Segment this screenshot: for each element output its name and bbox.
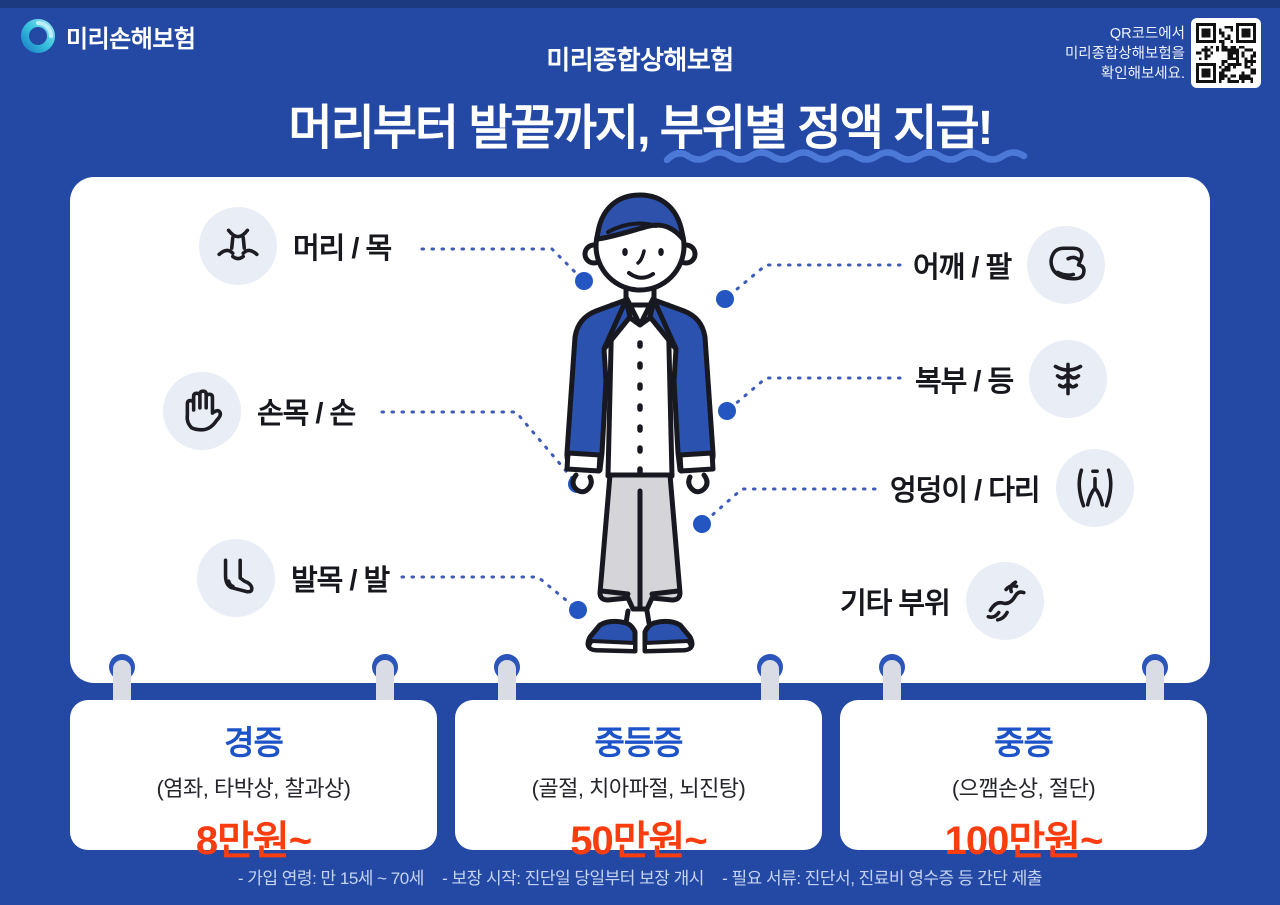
qr-caption-line: 확인해보세요. [1100, 66, 1185, 82]
severity-examples: (으깸손상, 절단) [951, 776, 1096, 801]
severity-title: 경증 [224, 724, 284, 761]
hip-leg-icon [1055, 449, 1134, 527]
footer-note: - 보장 시작: 진단일 당일부터 보장 개시 [442, 869, 704, 888]
body-part-abdomen-back: 복부 / 등 [915, 340, 1108, 418]
severity-title: 중증 [994, 724, 1054, 761]
person-illustration [564, 192, 716, 654]
qr-code [1191, 18, 1261, 88]
body-map-panel: 머리 / 목 손목 / 손 발목 / 발 어깨 / 팔 [70, 177, 1210, 683]
body-part-shoulder-arm: 어깨 / 팔 [913, 226, 1106, 304]
body-part-label: 발목 / 발 [291, 565, 390, 597]
severity-card-mild: 경증 (염좌, 타박상, 찰과상) 8만원~ [70, 700, 437, 863]
severity-amount: 8만원~ [195, 819, 312, 863]
qr-code-pattern [1196, 23, 1256, 83]
brand-logo-icon [21, 19, 55, 53]
body-part-label: 엉덩이 / 다리 [890, 475, 1041, 507]
main-title: 머리부터 발끝까지, 부위별 정액 지급! [288, 102, 993, 155]
severity-amount: 50만원~ [570, 819, 707, 863]
severity-examples: (염좌, 타박상, 찰과상) [156, 776, 351, 801]
abdomen-back-icon [1029, 340, 1108, 418]
ankle-foot-icon [197, 539, 275, 617]
severity-title: 중등증 [594, 724, 683, 761]
other-parts-icon [965, 562, 1044, 640]
severity-card-moderate: 중등증 (골절, 치아파절, 뇌진탕) 50만원~ [455, 700, 822, 863]
body-part-label: 기타 부위 [840, 588, 951, 620]
footer-note: - 필요 서류: 진단서, 진료비 영수증 등 간단 제출 [722, 869, 1043, 888]
top-strip [0, 0, 1280, 8]
shoulder-arm-icon [1027, 226, 1106, 304]
brand-logo-text: 미리손해보험 [66, 25, 196, 53]
qr-caption: QR코드에서 미리종합상해보험을 확인해보세요. [1065, 24, 1185, 84]
qr-caption-line: QR코드에서 [1109, 26, 1185, 42]
brand-logo: 미리손해보험 [20, 18, 196, 54]
footer-note: - 가입 연령: 만 15세 ~ 70세 [237, 869, 424, 888]
severity-examples: (골절, 치아파절, 뇌진탕) [531, 776, 746, 801]
head-neck-icon [199, 207, 277, 285]
body-part-label: 손목 / 손 [257, 398, 356, 430]
product-name: 미리종합상해보험 [546, 45, 734, 75]
body-part-label: 어깨 / 팔 [913, 252, 1012, 284]
body-part-wrist-hand: 손목 / 손 [163, 372, 356, 450]
wrist-hand-icon [163, 372, 241, 450]
callout-lines [380, 247, 902, 619]
wavy-underline [663, 149, 1028, 164]
body-part-hip-leg: 엉덩이 / 다리 [890, 449, 1134, 527]
severity-amount: 100만원~ [944, 819, 1104, 863]
body-part-head-neck: 머리 / 목 [199, 207, 392, 285]
body-part-label: 머리 / 목 [293, 233, 392, 265]
footer-notes: - 가입 연령: 만 15세 ~ 70세 - 보장 시작: 진단일 당일부터 보… [0, 864, 1280, 889]
body-part-other: 기타 부위 [840, 562, 1044, 640]
severity-card-severe: 중증 (으깸손상, 절단) 100만원~ [840, 700, 1207, 863]
body-part-label: 복부 / 등 [915, 366, 1014, 398]
body-part-ankle-foot: 발목 / 발 [197, 539, 390, 617]
qr-caption-line: 미리종합상해보험을 [1064, 46, 1185, 62]
